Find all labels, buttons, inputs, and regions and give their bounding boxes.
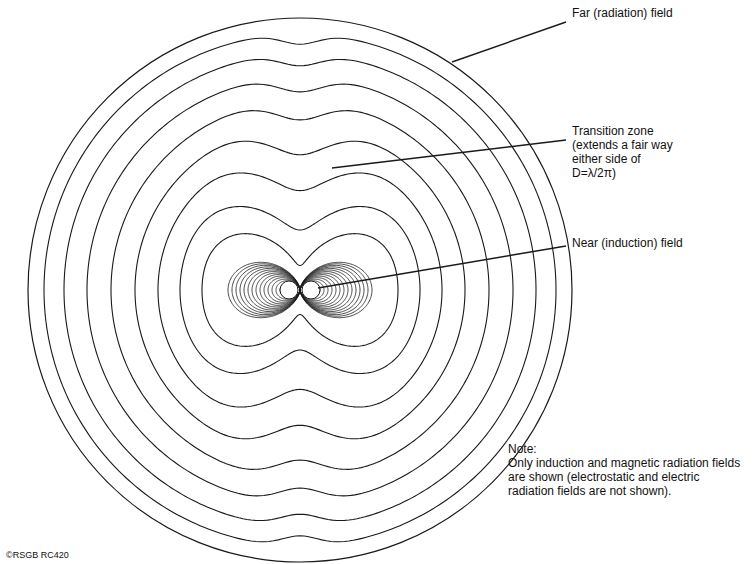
note-heading: Note: [508,442,748,456]
leader-line [318,246,566,288]
field-line [202,234,398,347]
note-heading: Note: [508,442,748,456]
field-line [180,207,420,374]
dipole-pole [280,281,298,299]
field-line [158,173,442,407]
note-text: Only induction and magnetic radiation fi… [508,456,748,498]
field-line [135,141,465,439]
dipole-pole [302,281,320,299]
field-line [44,38,556,542]
field-label: Near (induction) field [572,236,684,250]
copyright: ©RSGB RC420 [6,548,126,562]
field-line [87,84,513,496]
field-label: Near (induction) field [572,236,684,250]
field-lines [44,38,556,542]
field-label: Far (radiation) field [572,6,702,20]
leader-line [452,22,566,62]
zone-label: Transition zone (extends a fair way eith… [572,124,684,180]
field-line [228,262,372,317]
field-label: Far (radiation) field [572,6,702,20]
field-line [64,59,536,520]
zone-label: Transition zone (extends a fair way eith… [572,124,684,180]
field-line [111,111,489,470]
outer-field-circle [28,18,572,562]
leader-line [332,140,566,168]
note-text: Only induction and magnetic radiation fi… [508,456,748,498]
copyright: ©RSGB RC420 [6,548,126,562]
